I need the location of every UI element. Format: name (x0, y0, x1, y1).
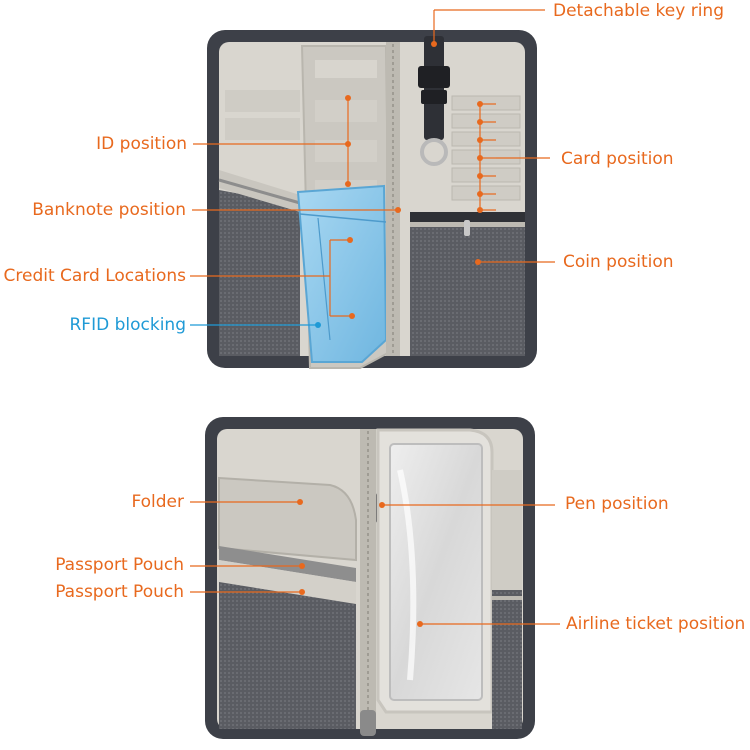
buckle (418, 66, 450, 88)
bottom-zipper-pull (360, 710, 376, 736)
bottom-wallet (205, 417, 535, 739)
label-card-position: Card position (561, 149, 674, 169)
label-banknote-position: Banknote position (32, 200, 186, 220)
label-rfid-blocking: RFID blocking (69, 315, 187, 335)
bottom-spine (360, 429, 376, 729)
label-folder: Folder (131, 492, 184, 512)
label-passport-pouch-2: Passport Pouch (55, 582, 184, 602)
label-id-position: ID position (96, 134, 187, 154)
passport-pouch-2-edge (219, 560, 356, 604)
card-slots (451, 95, 521, 201)
top-spine (386, 42, 400, 356)
label-passport-pouch-1: Passport Pouch (55, 555, 184, 575)
label-airline-ticket-position: Airline ticket position (566, 614, 746, 634)
coin-pocket (410, 220, 525, 356)
callout-dots (297, 41, 483, 627)
key-ring-icon (420, 138, 448, 166)
top-wallet (207, 30, 537, 369)
label-credit-card-locations: Credit Card Locations (3, 266, 186, 286)
top-left-mesh-pocket (219, 190, 300, 356)
folder-pocket (218, 476, 357, 562)
label-coin-position: Coin position (563, 252, 674, 272)
bottom-left-mesh-pocket (219, 582, 356, 729)
label-detachable-key-ring: Detachable key ring (553, 1, 724, 21)
passport-pouch-1 (219, 546, 356, 582)
label-pen-position: Pen position (565, 494, 669, 514)
callout-lines (190, 9, 560, 625)
coin-zipper-pull (464, 220, 470, 236)
rfid-callout-dot (315, 322, 321, 328)
rfid-sleeve (296, 184, 388, 363)
